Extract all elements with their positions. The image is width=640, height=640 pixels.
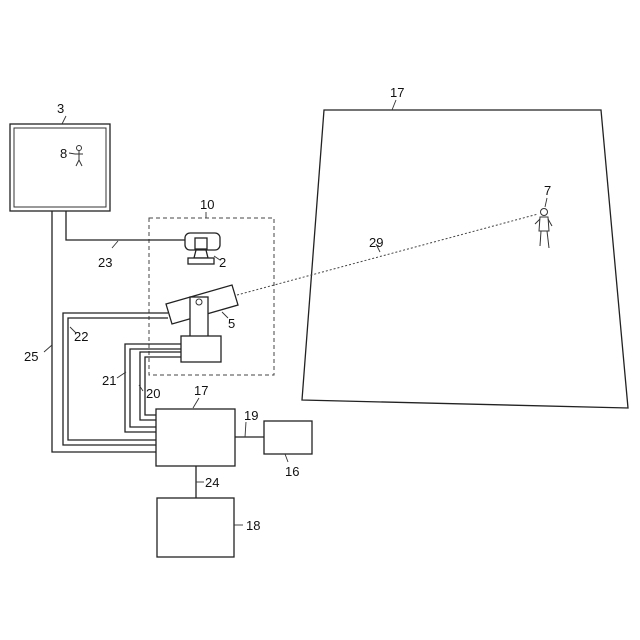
cable-25: 25 bbox=[24, 211, 156, 452]
surveillance-area: 17 bbox=[302, 85, 628, 408]
storage-label: 18 bbox=[246, 518, 260, 533]
ptz-camera-icon: 5 bbox=[166, 285, 238, 362]
target-person-label: 7 bbox=[544, 183, 551, 198]
person-on-screen-label: 8 bbox=[60, 146, 67, 161]
controller-label: 17 bbox=[194, 383, 208, 398]
cable-25-label: 25 bbox=[24, 349, 38, 364]
recorder-label: 16 bbox=[285, 464, 299, 479]
fixed-camera-label: 2 bbox=[219, 255, 226, 270]
cable-22-label: 22 bbox=[74, 329, 88, 344]
cable-19: 19 bbox=[235, 408, 264, 437]
cable-23-label: 23 bbox=[98, 255, 112, 270]
monitor-label: 3 bbox=[57, 101, 64, 116]
cable-24: 24 bbox=[196, 466, 219, 498]
ptz-camera-label: 5 bbox=[228, 316, 235, 331]
fixed-camera-icon: 2 bbox=[185, 233, 226, 270]
cable-19-label: 19 bbox=[244, 408, 258, 423]
controller-box: 17 bbox=[156, 383, 235, 466]
line-of-sight-label: 29 bbox=[369, 235, 383, 250]
cable-24-label: 24 bbox=[205, 475, 219, 490]
cable-21-label: 21 bbox=[102, 373, 116, 388]
recorder-box: 16 bbox=[264, 421, 312, 479]
line-of-sight: 29 bbox=[237, 214, 538, 295]
cable-20-label: 20 bbox=[146, 386, 160, 401]
camera-group-label: 10 bbox=[200, 197, 214, 212]
storage-box: 18 bbox=[157, 498, 260, 557]
cable-23: 23 bbox=[66, 211, 185, 270]
target-person-icon: 7 bbox=[535, 183, 552, 248]
surveillance-area-label: 17 bbox=[390, 85, 404, 100]
